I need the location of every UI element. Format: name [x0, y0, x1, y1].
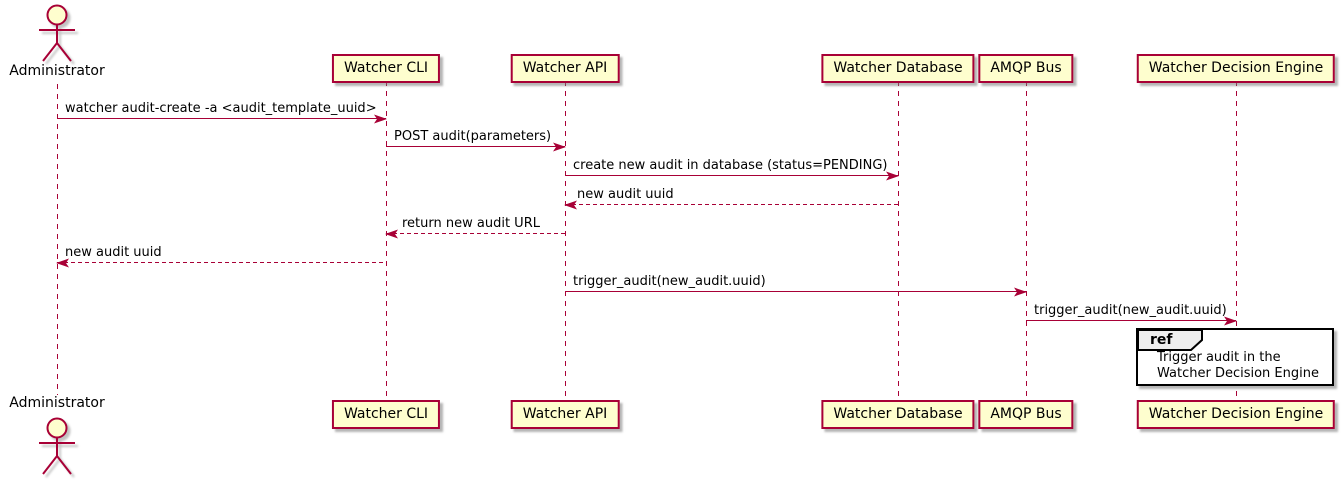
ref-tag-icon: [1137, 329, 1203, 351]
arrowhead-icon: [385, 229, 398, 239]
ref-text: Trigger audit in the Watcher Decision En…: [1157, 350, 1319, 382]
message-line: [565, 204, 898, 205]
arrowhead-icon: [553, 142, 566, 152]
participant-watcher-api-top: Watcher API: [510, 54, 620, 83]
participant-watcher-api-bottom: Watcher API: [510, 400, 620, 429]
message-label: return new audit URL: [402, 216, 540, 231]
arrowhead-icon: [1014, 287, 1027, 297]
ref-tag-label: ref: [1150, 332, 1173, 348]
participant-watcher-database-bottom: Watcher Database: [821, 400, 975, 429]
message-line: [565, 175, 898, 176]
message-line: [1026, 320, 1236, 321]
arrowhead-icon: [564, 200, 577, 210]
arrowhead-icon: [886, 171, 899, 181]
message-line: [386, 146, 565, 147]
actor-label-bottom: Administrator: [9, 395, 105, 411]
participant-amqp-bus-bottom: AMQP Bus: [978, 400, 1074, 429]
actor-label-top: Administrator: [9, 63, 105, 79]
arrowhead-icon: [56, 258, 69, 268]
message-label: trigger_audit(new_audit.uuid): [1034, 303, 1227, 318]
participant-amqp-bus-top: AMQP Bus: [978, 54, 1074, 83]
ref-fragment: ref Trigger audit in the Watcher Decisio…: [1136, 328, 1334, 386]
message-line: [57, 262, 386, 263]
ref-text-line2: Watcher Decision Engine: [1157, 366, 1319, 381]
lifeline-watcher-database: [898, 81, 899, 400]
message-label: create new audit in database (status=PEN…: [573, 158, 888, 173]
arrowhead-icon: [374, 114, 387, 124]
message-label: watcher audit-create -a <audit_template_…: [65, 101, 377, 116]
message-line: [565, 291, 1026, 292]
participant-watcher-database-top: Watcher Database: [821, 54, 975, 83]
lifeline-watcher-decision-engine: [1236, 81, 1237, 400]
participant-watcher-decision-engine-bottom: Watcher Decision Engine: [1136, 400, 1336, 429]
message-line: [386, 233, 565, 234]
message-label: POST audit(parameters): [394, 129, 552, 144]
participant-watcher-decision-engine-top: Watcher Decision Engine: [1136, 54, 1336, 83]
message-label: trigger_audit(new_audit.uuid): [573, 274, 766, 289]
ref-text-line1: Trigger audit in the: [1157, 350, 1281, 365]
lifeline-amqp-bus: [1026, 81, 1027, 400]
actor-icon: [39, 417, 75, 475]
participant-watcher-cli-bottom: Watcher CLI: [331, 400, 441, 429]
participant-watcher-cli-top: Watcher CLI: [331, 54, 441, 83]
lifeline-watcher-api: [565, 81, 566, 400]
lifeline-watcher-cli: [386, 81, 387, 400]
message-line: [57, 118, 386, 119]
arrowhead-icon: [1224, 316, 1237, 326]
lifeline-administrator: [57, 84, 58, 395]
message-label: new audit uuid: [65, 245, 162, 260]
message-label: new audit uuid: [577, 187, 674, 202]
actor-icon: [39, 4, 75, 62]
